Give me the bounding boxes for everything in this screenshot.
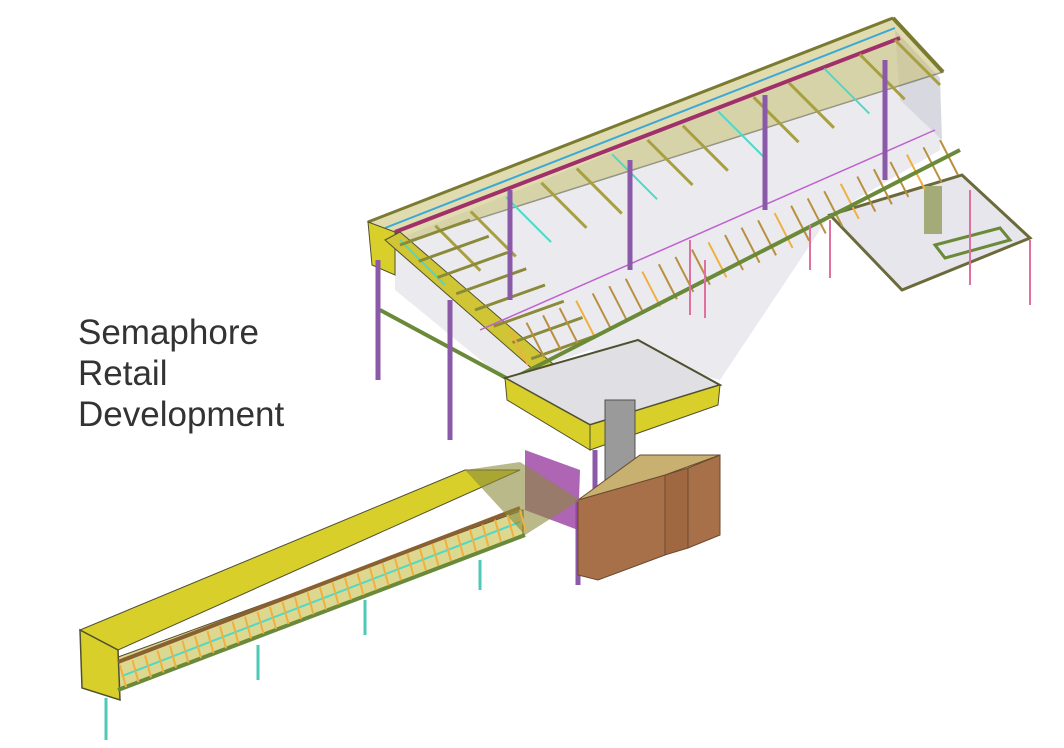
roof-cross-beam xyxy=(399,218,471,247)
roof-joist xyxy=(752,96,800,144)
upper-floor-slab xyxy=(395,40,940,380)
roof-joist xyxy=(823,67,870,115)
floor-edge-beam xyxy=(509,148,961,382)
walkway-joist xyxy=(369,567,377,591)
floor-joist xyxy=(624,278,645,315)
brown-wall-top xyxy=(577,454,721,501)
walkway-posts xyxy=(104,560,482,740)
walkway-joists xyxy=(119,509,527,688)
walkway-link-deck xyxy=(465,462,580,535)
walkway-joist xyxy=(506,514,515,538)
roof-edge-magenta xyxy=(394,36,901,234)
roof-joist xyxy=(611,153,658,200)
floor-magenta-beam xyxy=(479,129,936,331)
walkway-joist xyxy=(331,582,340,605)
roof-joist xyxy=(646,138,694,187)
floor-joist xyxy=(525,322,546,359)
roof-corner-fascia xyxy=(367,221,396,276)
walkway-joist xyxy=(231,621,240,644)
roof-joist xyxy=(893,38,942,87)
roof-joist xyxy=(717,110,764,158)
walkway-joist xyxy=(394,558,402,581)
floor-joist xyxy=(823,190,844,227)
walkway-joist xyxy=(169,645,177,668)
roof-cross-beam xyxy=(418,234,490,263)
walkway-joist xyxy=(431,543,440,567)
walkway-joist xyxy=(294,596,302,620)
roof-edge-cyan xyxy=(384,27,896,229)
walkway-joist xyxy=(381,563,390,586)
walkway-joist xyxy=(269,606,277,630)
walkway-joist xyxy=(256,611,265,634)
roof-cross-beam xyxy=(493,299,565,328)
walkway-cyan-brace xyxy=(121,521,521,677)
walkway-brown-beam xyxy=(117,506,521,664)
roof-joist xyxy=(505,196,552,243)
floor-joist xyxy=(740,227,761,264)
floor-joist xyxy=(856,176,877,212)
right-wing-panel xyxy=(924,186,942,234)
roof-cross-beam xyxy=(436,251,509,279)
walkway-joist xyxy=(244,616,252,639)
walkway-joist xyxy=(219,625,227,649)
floor-joist xyxy=(591,293,612,329)
floor-joist xyxy=(542,314,562,351)
walkway-front-beam xyxy=(117,533,526,692)
floor-joist xyxy=(575,300,596,337)
roof-joist xyxy=(681,124,729,172)
walkway-end-face xyxy=(79,628,121,702)
roof-joist xyxy=(540,181,588,229)
walkway-joist xyxy=(519,509,527,533)
floor-joist xyxy=(806,198,827,234)
floor-joist xyxy=(641,271,662,307)
floor-joist xyxy=(757,219,777,256)
roof-joist xyxy=(575,167,623,215)
walkway-joist xyxy=(131,659,140,683)
walkway-joist xyxy=(281,601,290,625)
walkway-joist xyxy=(319,587,327,610)
floor-joist xyxy=(790,205,811,242)
walkway-joist xyxy=(206,630,215,654)
floor-joist xyxy=(608,285,629,322)
walkway-joist xyxy=(469,529,477,552)
title-line-1: Semaphore xyxy=(78,313,259,352)
walkway-joist xyxy=(119,664,127,688)
walkway-joist xyxy=(456,533,465,557)
walkway-joist xyxy=(406,553,415,576)
title-line-2: Retail xyxy=(78,354,168,393)
walkway-joist xyxy=(181,640,190,664)
floor-joist xyxy=(657,263,678,300)
walkway-joist xyxy=(419,548,427,572)
floor-joist xyxy=(558,307,579,344)
walkway-joist xyxy=(156,650,165,673)
floor-joists xyxy=(379,129,961,382)
walkway-joist xyxy=(481,524,490,547)
roof-cross-beam xyxy=(511,316,584,344)
project-title: Semaphore Retail Development xyxy=(78,312,284,435)
roof-right-edge xyxy=(891,16,945,74)
roof-cross-beam xyxy=(455,267,527,296)
title-line-3: Development xyxy=(78,395,285,434)
walkway-joist xyxy=(344,577,352,601)
floor-joist xyxy=(509,329,529,366)
walkway-joist xyxy=(306,592,315,615)
walkway-joist xyxy=(444,538,452,562)
floor-joist xyxy=(839,183,860,220)
right-wing-inner-frame xyxy=(932,226,1013,260)
lower-floor-beam xyxy=(379,308,511,382)
walkway-joist xyxy=(194,635,202,659)
walkway-joist xyxy=(494,519,502,542)
floor-joist xyxy=(872,168,893,205)
brown-wall-middle xyxy=(664,467,689,556)
brown-wall-right xyxy=(687,454,721,549)
walkway-joist xyxy=(144,655,152,678)
floor-joist xyxy=(773,212,794,249)
walkway-joist xyxy=(356,572,365,596)
roof-edge-olive xyxy=(367,16,894,224)
roof-joist xyxy=(858,53,906,101)
roof-joist xyxy=(787,81,835,129)
